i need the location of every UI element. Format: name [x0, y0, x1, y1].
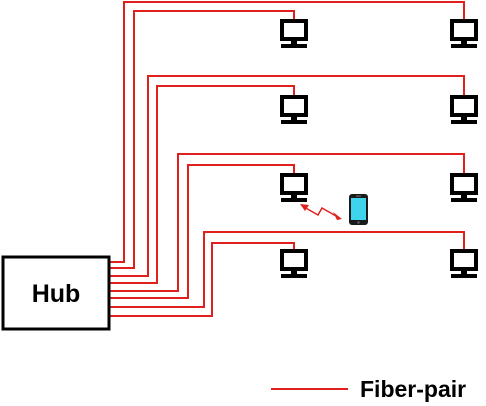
desktop-terminal-icon — [450, 95, 478, 124]
desktop-terminal-icon — [450, 173, 478, 202]
hub-label: Hub — [32, 280, 81, 308]
fiber-line — [110, 164, 295, 299]
fiber-pair-2 — [110, 75, 465, 284]
desktop-terminal-icon — [450, 19, 478, 48]
terminals — [280, 19, 478, 278]
desktop-terminal-icon — [280, 95, 308, 124]
fiber-pair-3 — [110, 153, 465, 299]
fiber-line — [110, 1, 465, 263]
desktop-terminal-icon — [450, 249, 478, 278]
fiber-pair-4 — [110, 231, 465, 317]
hub: Hub — [1, 255, 111, 331]
fiber-line — [110, 85, 295, 284]
wireless-link-icon — [300, 204, 342, 220]
fiber-line — [110, 242, 295, 317]
legend: Fiber-pair — [271, 376, 466, 402]
fiber-pair-1 — [110, 1, 465, 269]
fiber-line — [110, 231, 465, 308]
legend-label: Fiber-pair — [360, 376, 466, 402]
desktop-terminal-icon — [280, 19, 308, 48]
hub-box — [1, 255, 111, 331]
mobile-phone-icon — [349, 194, 368, 225]
desktop-terminal-icon — [280, 249, 308, 278]
fiber-line — [110, 10, 295, 269]
fiber-line — [110, 75, 465, 277]
fiber-line — [110, 153, 465, 292]
desktop-terminal-icon — [280, 173, 308, 202]
